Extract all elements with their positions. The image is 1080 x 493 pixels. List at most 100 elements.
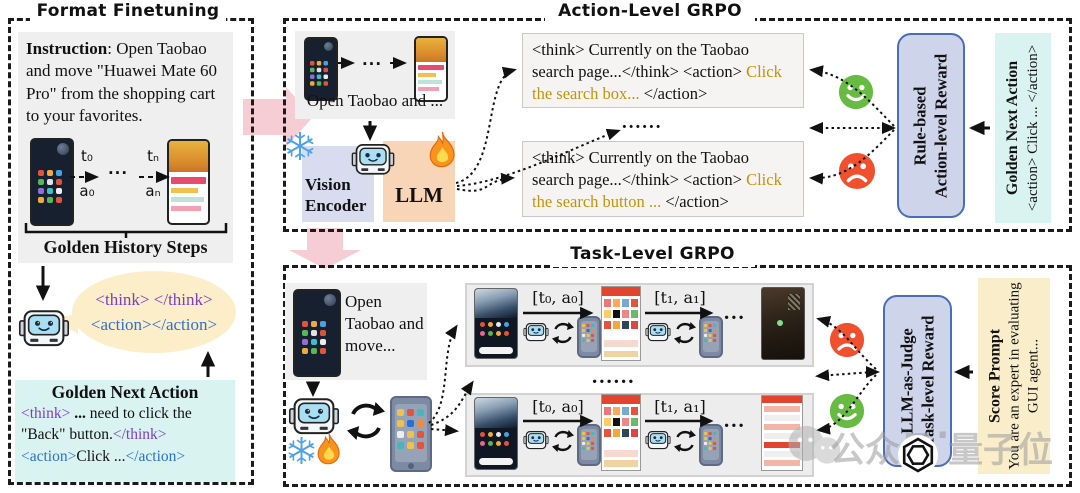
- screenshot-taobao-list: [761, 395, 803, 471]
- response-box-2: <think> Currently on the Taobao search p…: [522, 141, 804, 217]
- robot-icon: [288, 398, 340, 435]
- reward-line1: Rule-based: [910, 86, 930, 165]
- product-grid: [604, 407, 611, 415]
- golden-next-vertical-text: <action> Click ... </action>: [1024, 44, 1041, 212]
- response-group-dots: ......: [622, 112, 663, 133]
- row: [171, 177, 206, 184]
- format-finetuning-title: Format Finetuning: [30, 0, 226, 22]
- rollout2-step1-label: [t₀, a₀]: [532, 397, 584, 416]
- cycle-arrows-icon: [552, 430, 574, 452]
- rollout2-tail-dots: ...: [724, 408, 746, 432]
- row: [604, 449, 638, 457]
- fire-icon: [317, 432, 340, 465]
- screenshot-taobao: [601, 394, 641, 471]
- row: [418, 86, 439, 91]
- robot-icon: [523, 323, 549, 342]
- row: [418, 80, 442, 84]
- format-speech-bubble: <think> </think> <action></action>: [72, 271, 236, 353]
- screenshot-home: [474, 288, 518, 359]
- action-close-tag: </action>: [125, 447, 186, 465]
- robot-icon: [523, 431, 549, 450]
- row: [171, 205, 201, 211]
- golden-next-action-vertical-box: Golden Next Action <action> Click ... </…: [995, 33, 1051, 223]
- camera-cutout: [324, 42, 333, 51]
- llm-box: LLM: [383, 141, 455, 222]
- task-input-caption: Open Taobao and move...: [345, 292, 424, 356]
- golden-next-action-box: Golden Next Action <think> ... need to c…: [15, 380, 235, 482]
- bubble-action-tags: <action></action>: [90, 315, 218, 334]
- phone-screenshot: [293, 289, 341, 377]
- search-pill: [479, 458, 513, 465]
- phone-screen: [581, 429, 597, 460]
- search-pill: [479, 347, 513, 354]
- response-think: <think> Currently on the Taobao search p…: [532, 40, 749, 82]
- think-text: need to click the "Back" button.: [21, 405, 192, 444]
- app-tiles: [582, 324, 586, 328]
- product-grid: [604, 298, 611, 307]
- rollout1-step1-label: [t₀, a₀]: [532, 288, 584, 307]
- row: [604, 460, 638, 467]
- pattern: [788, 294, 800, 310]
- phone-cartoon-icon: [699, 316, 723, 358]
- task-grpo-title: Task-Level GRPO: [550, 243, 755, 267]
- response-box-1: <think> Currently on the Taobao search p…: [522, 33, 804, 108]
- camera-cutout: [57, 143, 69, 155]
- row: [604, 340, 638, 347]
- snowflake-icon: [286, 132, 314, 160]
- screenshot-home: [474, 397, 518, 470]
- screenshot-taobao: [601, 286, 641, 361]
- input-arrow-dots: ...: [361, 51, 383, 69]
- cycle-arrows-icon: [552, 322, 574, 344]
- screenshot-room: [761, 287, 805, 360]
- app-grid: [302, 321, 308, 327]
- ellipsis: ...: [70, 405, 90, 422]
- smiley-positive-icon: [838, 74, 874, 110]
- action-text: Click ...: [76, 447, 126, 465]
- phone-cartoon-icon: [577, 316, 601, 358]
- frowny-negative-icon: [829, 322, 865, 358]
- phone-screenshot: [414, 36, 448, 102]
- phone-screen: [703, 321, 719, 352]
- think-open-tag: <think>: [21, 405, 71, 422]
- trajectory-dots: ...: [107, 160, 129, 178]
- row: [604, 350, 638, 358]
- green-dot: [776, 319, 783, 326]
- phone-screenshot: [304, 37, 338, 101]
- snowflake-icon: [288, 437, 315, 464]
- row: [418, 73, 436, 78]
- step-action-0: a₀: [79, 182, 95, 200]
- score-prompt-box: Score Prompt You are an expert in evalua…: [978, 278, 1050, 474]
- cycle-arrows-icon: [347, 402, 385, 440]
- instruction-body: : Open Taobao and move "Huawei Mate 60 P…: [26, 39, 218, 126]
- phone-cartoon-icon: [577, 424, 601, 466]
- robot-icon: [645, 431, 671, 450]
- score-prompt-title: Score Prompt: [986, 328, 1004, 424]
- camera-cutout: [324, 294, 336, 306]
- response-action-close: </action>: [643, 84, 708, 104]
- row: [171, 196, 204, 202]
- golden-history-label: Golden History Steps: [43, 237, 208, 257]
- rollout1-step2-label: [t₁, a₁]: [654, 288, 706, 307]
- response-action-close: </action>: [665, 192, 729, 212]
- instruction-text: Instruction: Open Taobao and move "Huawe…: [26, 38, 227, 128]
- history-bracket: [24, 223, 228, 238]
- bubble-think-tags: <think> </think>: [95, 289, 213, 309]
- response-action-highlight: Click the search button ...: [532, 170, 782, 212]
- taobao-banner: [169, 141, 208, 173]
- app-tiles: [704, 324, 708, 328]
- rollout2-step2-label: [t₁, a₁]: [654, 397, 706, 416]
- list-rows: [764, 406, 800, 413]
- action-grpo-title: Action-Level GRPO: [545, 0, 755, 22]
- llm-label: LLM: [395, 183, 443, 207]
- step-time-n: tₙ: [147, 147, 159, 165]
- smiley-positive-icon: [829, 393, 865, 429]
- score-prompt-text: You are an expert in evaluating GUI agen…: [1006, 282, 1041, 470]
- step-action-n: aₙ: [145, 182, 161, 200]
- rollout-group-dots: ......: [592, 364, 636, 388]
- wallpaper: [475, 289, 517, 318]
- rollout1-tail-dots: ...: [724, 300, 746, 324]
- phone-screenshot-start: [30, 138, 74, 226]
- app-tiles: [704, 432, 708, 436]
- phone-screen: [581, 321, 597, 352]
